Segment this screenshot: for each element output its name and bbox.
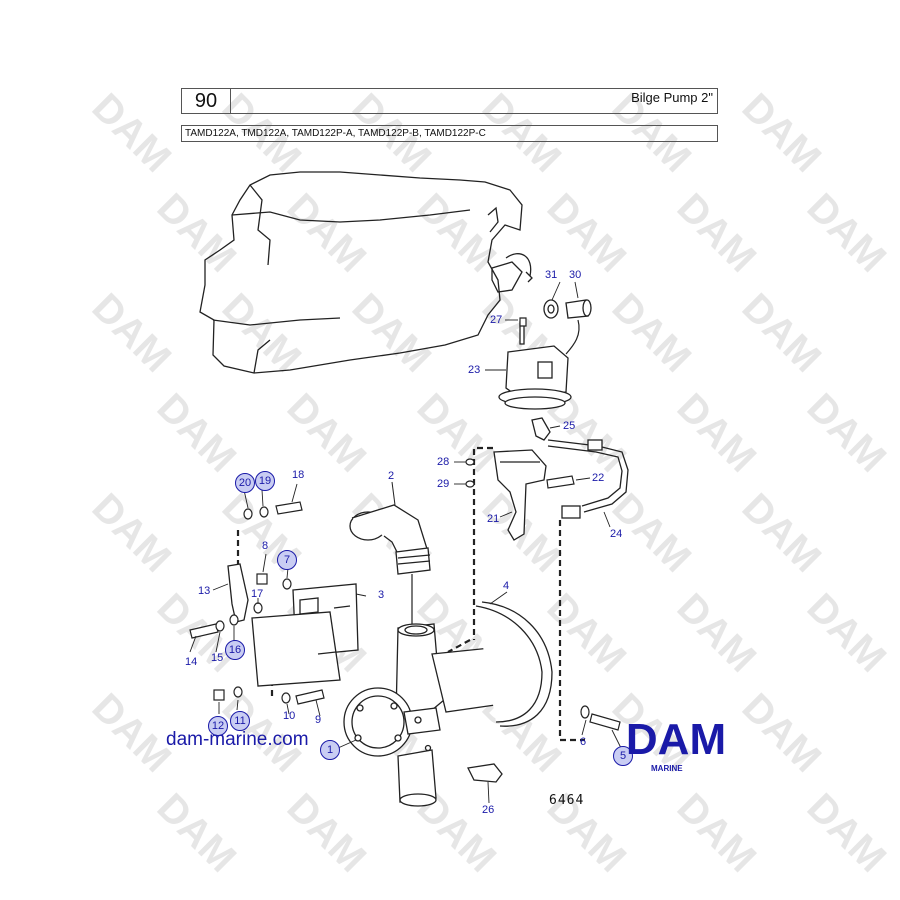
union-nut-31 [543, 299, 559, 319]
callout-13: 13 [198, 585, 211, 597]
callout-6: 6 [580, 736, 587, 748]
callout-9: 9 [315, 714, 322, 726]
watermark-text: DAM [344, 285, 440, 381]
leader-30-23 [565, 319, 580, 355]
callout-8: 8 [262, 540, 269, 552]
watermark-text: DAM [149, 785, 245, 881]
figure-number: 6464 [549, 793, 585, 808]
callout-29: 29 [437, 478, 450, 490]
watermark-text: DAM [539, 185, 635, 281]
header-title-box: 90 Bilge Pump 2" [181, 88, 718, 114]
logo-subtext: MARINE [651, 764, 683, 773]
watermark-text: DAM [84, 285, 180, 381]
watermark-text: DAM [669, 185, 765, 281]
watermark-text: DAM [84, 85, 180, 181]
watermark-text: DAM [734, 285, 830, 381]
dam-marine-logo: DAM [626, 718, 726, 760]
callout-2: 2 [388, 470, 395, 482]
callout-19-circled: 19 [255, 471, 275, 491]
callout-12-circled: 12 [208, 716, 228, 736]
watermark-text: DAM [734, 685, 830, 781]
callout-27: 27 [490, 314, 503, 326]
engine-outline [199, 171, 533, 374]
watermark-text: DAM [279, 385, 375, 481]
watermark-text: DAM [84, 685, 180, 781]
callout-20-circled: 20 [235, 473, 255, 493]
callout-21: 21 [487, 513, 500, 525]
watermark-text: DAM [604, 285, 700, 381]
callout-5-circled: 5 [613, 746, 633, 766]
callout-4: 4 [503, 580, 510, 592]
link-arm-13 [227, 563, 249, 623]
watermark-text: DAM [149, 385, 245, 481]
callout-17: 17 [251, 588, 264, 600]
bracket-plate-3 [251, 583, 359, 687]
level-switch-23 [498, 321, 572, 410]
callout-28: 28 [437, 456, 450, 468]
watermark-text: DAM [734, 85, 830, 181]
logo-text: DAM [626, 718, 726, 760]
callout-22: 22 [592, 472, 605, 484]
website-link[interactable]: dam-marine.com [166, 729, 309, 750]
watermark-text: DAM [799, 585, 895, 681]
watermark-text: DAM [84, 485, 180, 581]
watermark-text: DAM [799, 385, 895, 481]
callout-10: 10 [283, 710, 296, 722]
callout-16-circled: 16 [225, 640, 245, 660]
callout-3: 3 [378, 589, 385, 601]
watermark-text: DAM [669, 385, 765, 481]
watermark-text: DAM [669, 785, 765, 881]
fasteners [189, 317, 621, 731]
diagram-title: Bilge Pump 2" [631, 90, 713, 105]
watermark-text: DAM [149, 185, 245, 281]
watermark-text: DAM [279, 185, 375, 281]
watermark-text: DAM [539, 585, 635, 681]
watermark-text: DAM [799, 185, 895, 281]
watermark-text: DAM [734, 485, 830, 581]
callout-1-circled: 1 [320, 740, 340, 760]
callout-14: 14 [185, 656, 198, 668]
elbow-25 [531, 417, 551, 441]
page-number: 90 [182, 89, 231, 113]
model-list: TAMD122A, TMD122A, TAMD122P-A, TAMD122P-… [181, 125, 718, 142]
watermark-text: DAM [799, 785, 895, 881]
callout-26: 26 [482, 804, 495, 816]
connector-30 [565, 299, 592, 319]
callout-15: 15 [211, 652, 224, 664]
elbow-26 [467, 763, 503, 783]
pump-body [343, 601, 553, 807]
callout-24: 24 [610, 528, 623, 540]
watermark-text: DAM [669, 585, 765, 681]
bracket-21 [493, 449, 547, 541]
callout-18: 18 [292, 469, 305, 481]
callout-30: 30 [569, 269, 582, 281]
callout-7-circled: 7 [277, 550, 297, 570]
pipe-24 [547, 439, 629, 519]
callout-11-circled: 11 [230, 711, 250, 731]
callout-25: 25 [563, 420, 576, 432]
watermark-text: DAM [409, 385, 505, 481]
elbow-fitting-2 [349, 504, 431, 575]
callout-31: 31 [545, 269, 558, 281]
watermark-text: DAM [279, 785, 375, 881]
callout-23: 23 [468, 364, 481, 376]
callout-leaders [189, 281, 623, 804]
leader-2 [391, 481, 396, 506]
